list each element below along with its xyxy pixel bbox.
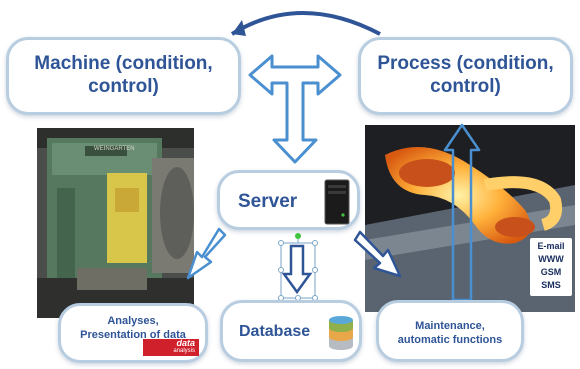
channel-item: GSM: [540, 267, 562, 277]
data-analysis-logo: data analysis: [143, 339, 199, 356]
maintenance-box: Maintenance, automatic functions: [376, 300, 524, 362]
machine-box: Machine (condition, control): [6, 37, 241, 115]
database-icon: [329, 316, 353, 350]
logo-data: data: [176, 338, 195, 348]
database-box: Database: [220, 300, 362, 362]
machine-box-line2: control): [88, 76, 159, 97]
server-box: Server: [217, 170, 360, 230]
channel-item: E-mail: [537, 241, 565, 251]
process-box-line2: control): [430, 76, 501, 97]
server-label: Server: [238, 191, 298, 212]
analyses-box: Analyses, Presentation of data data anal…: [58, 303, 208, 363]
machine-illustration: [37, 128, 194, 318]
server-icon: [324, 179, 350, 225]
maintenance-line1: Maintenance,: [415, 320, 485, 332]
process-box: Process (condition, control): [358, 37, 573, 115]
analyses-line2: Presentation of data: [80, 329, 186, 341]
process-box-line1: Process (condition,: [377, 53, 554, 74]
analyses-line1: Analyses,: [107, 315, 159, 327]
database-label: Database: [239, 323, 311, 340]
machine-box-line1: Machine (condition,: [34, 53, 213, 74]
channels-list: E-mail WWW GSM SMS: [530, 238, 572, 292]
channels-box: E-mail WWW GSM SMS: [530, 238, 572, 296]
maintenance-line2: automatic functions: [397, 334, 503, 346]
machine-nameplate: WEINGARTEN: [94, 146, 135, 152]
channel-item: WWW: [538, 254, 564, 264]
machine-photo: WEINGARTEN: [37, 128, 194, 318]
logo-analysis: analysis: [173, 348, 195, 354]
channel-item: SMS: [541, 280, 561, 290]
